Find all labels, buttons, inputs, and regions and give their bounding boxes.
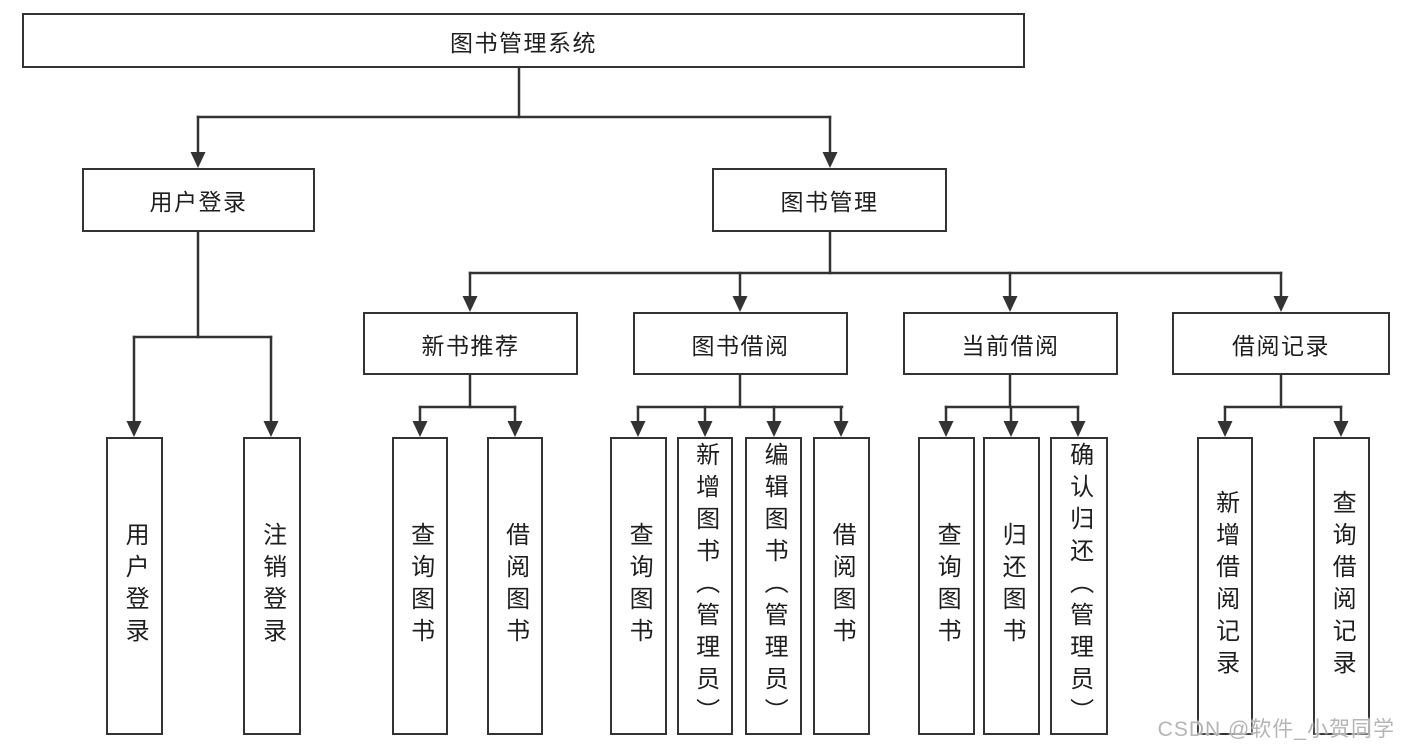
leaf-logout: 注销登录 — [243, 437, 301, 735]
node-root: 图书管理系统 — [22, 13, 1025, 68]
edge-root-to-children — [190, 66, 838, 168]
leaf-nbr-query-books-label: 查询图书 — [406, 522, 434, 650]
leaf-cb-query-books: 查询图书 — [918, 437, 975, 735]
node-book-borrowing: 图书借阅 — [633, 312, 848, 375]
leaf-cb-query-books-label: 查询图书 — [933, 522, 961, 650]
leaf-nbr-borrow-books-label: 借阅图书 — [501, 522, 529, 650]
leaf-bb-edit-books-admin-label: 编辑图书（管理员） — [760, 442, 788, 730]
leaf-user-login-label: 用户登录 — [121, 522, 149, 650]
leaf-nbr-query-books: 查询图书 — [392, 437, 448, 735]
node-new-book-recommend: 新书推荐 — [363, 312, 578, 375]
leaf-cb-confirm-return-admin-label: 确认归还（管理员） — [1065, 442, 1093, 730]
leaf-br-add-record-label: 新增借阅记录 — [1211, 490, 1239, 682]
leaf-cb-return-books: 归还图书 — [983, 437, 1040, 735]
leaf-bb-borrow-books: 借阅图书 — [813, 437, 870, 735]
leaf-logout-label: 注销登录 — [258, 522, 286, 650]
edge-book-management-to-children — [462, 230, 1289, 312]
watermark: CSDN @软件_小贺同学 — [1157, 718, 1395, 741]
leaf-br-add-record: 新增借阅记录 — [1197, 437, 1253, 735]
edge-new-book-recommend-to-children — [412, 373, 523, 437]
leaf-cb-return-books-label: 归还图书 — [998, 522, 1026, 650]
node-current-borrowing: 当前借阅 — [903, 312, 1118, 375]
node-borrow-records: 借阅记录 — [1172, 312, 1390, 375]
node-user-login: 用户登录 — [82, 168, 315, 232]
edge-current-borrowing-to-children — [938, 373, 1086, 437]
node-book-management: 图书管理 — [712, 168, 947, 232]
edge-user-login-to-children — [126, 230, 279, 437]
leaf-user-login: 用户登录 — [106, 437, 163, 735]
leaf-nbr-borrow-books: 借阅图书 — [487, 437, 543, 735]
leaf-bb-borrow-books-label: 借阅图书 — [828, 522, 856, 650]
leaf-bb-add-books-admin-label: 新增图书（管理员） — [691, 442, 719, 730]
leaf-br-query-record: 查询借阅记录 — [1313, 437, 1370, 735]
leaf-bb-query-books: 查询图书 — [610, 437, 667, 735]
leaf-bb-edit-books-admin: 编辑图书（管理员） — [745, 437, 802, 735]
leaf-cb-confirm-return-admin: 确认归还（管理员） — [1050, 437, 1108, 735]
edge-borrow-records-to-children — [1217, 373, 1349, 437]
leaf-bb-add-books-admin: 新增图书（管理员） — [677, 437, 733, 735]
edge-book-borrowing-to-children — [630, 373, 849, 437]
leaf-bb-query-books-label: 查询图书 — [625, 522, 653, 650]
leaf-br-query-record-label: 查询借阅记录 — [1328, 490, 1356, 682]
